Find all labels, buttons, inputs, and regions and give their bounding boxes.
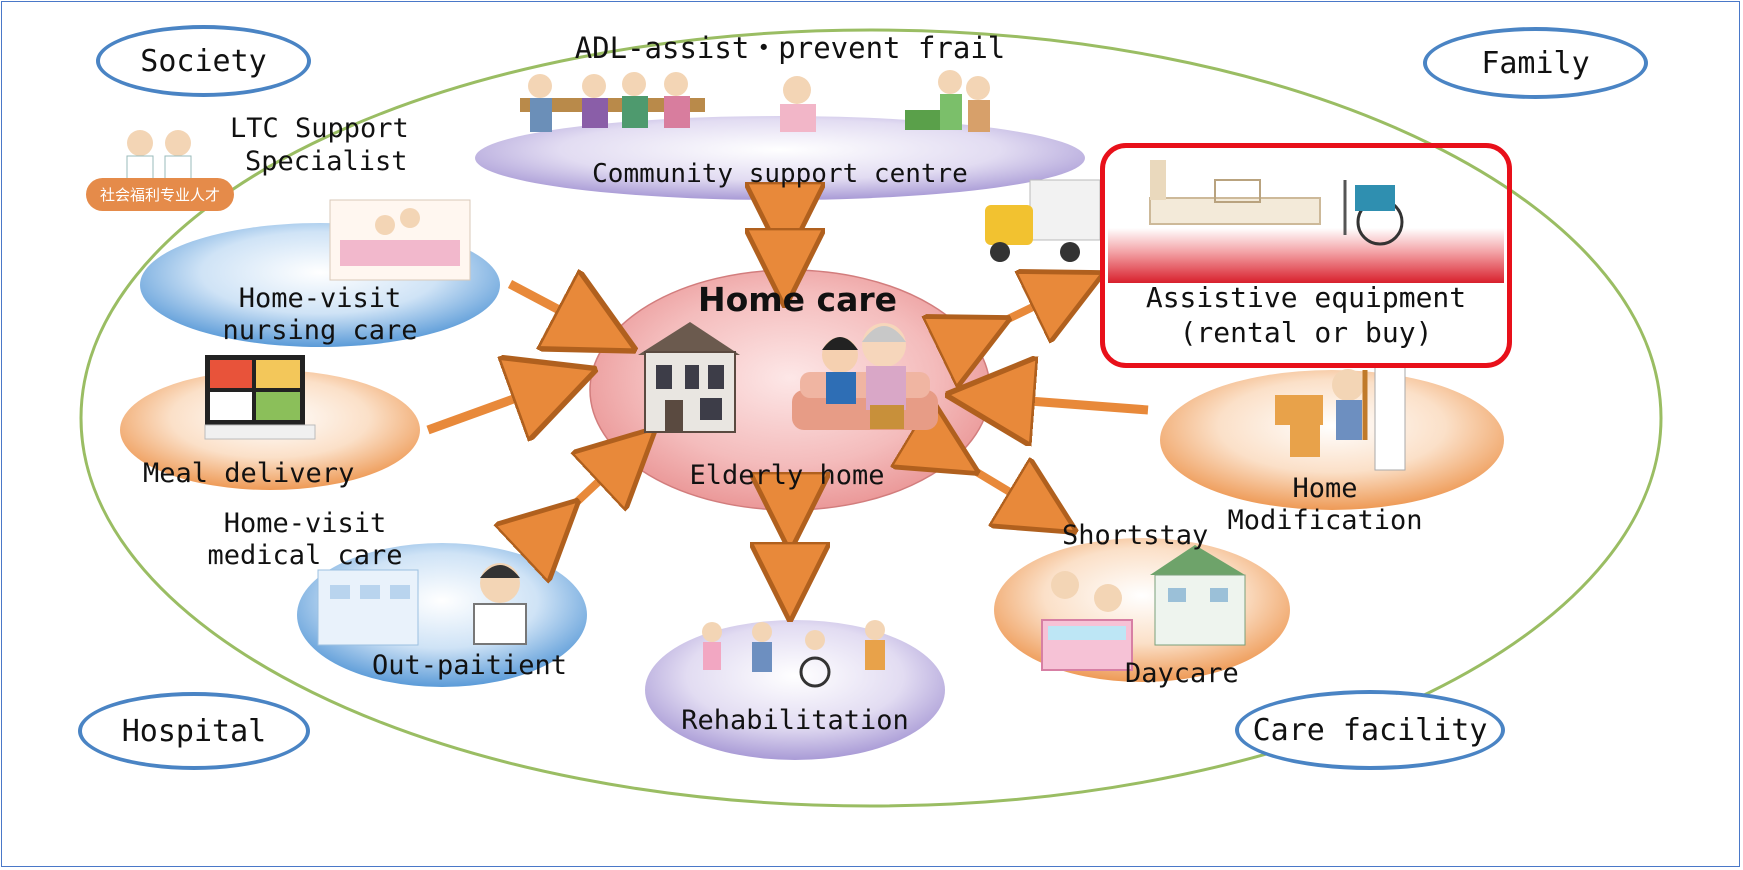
- community-label: Community support centre: [592, 159, 968, 189]
- people-group-icon: [520, 70, 990, 132]
- arrow-meal: [426, 384, 555, 430]
- truck-icon: [985, 179, 1101, 262]
- equipment-line1: Assistive equipment: [1145, 281, 1467, 314]
- nursing-line1: Home-visit: [238, 283, 402, 314]
- home-mod-ellipse: [1160, 370, 1504, 510]
- equipment-line2: (rental or buy): [1179, 316, 1433, 349]
- arrow-home-mod: [990, 398, 1149, 410]
- doctor-icon: [473, 563, 527, 645]
- home-mod-line1: Home: [1292, 473, 1358, 504]
- outpatient-label: Out-paitient: [372, 650, 568, 681]
- society-pill: Society: [96, 25, 311, 97]
- arrow-medical: [550, 455, 627, 527]
- arrow-equipment: [975, 290, 1068, 335]
- hospital-building-icon: [317, 569, 419, 646]
- rehab-label: Rehabilitation: [681, 705, 909, 736]
- community-ellipse: [475, 116, 1085, 200]
- daycare-label: Daycare: [1125, 658, 1239, 689]
- meal-label: Meal delivery: [143, 458, 355, 489]
- family-pill: Family: [1423, 27, 1648, 99]
- toilet-handrail-icon: [1275, 364, 1406, 471]
- nursing-line2: nursing care: [222, 315, 418, 346]
- rehab-ellipse: [645, 620, 945, 760]
- medical-line1: Home-visit: [223, 508, 387, 539]
- home-care-title: Home care: [698, 280, 898, 319]
- equipment-highlight-box: [1100, 143, 1512, 368]
- arrow-nursing: [507, 284, 597, 330]
- bed-icon: [1149, 160, 1321, 225]
- medical-line2: medical care: [207, 540, 403, 571]
- house-icon: [638, 322, 740, 433]
- ltc-badge: 社会福利专业人才: [86, 178, 235, 211]
- nurse-icon: [126, 130, 192, 183]
- care-facility-pill: Care facility: [1235, 690, 1505, 770]
- arrows: [426, 222, 1149, 582]
- top-title: ADL-assist・prevent frail: [574, 31, 1006, 65]
- home-mod-line2: Modification: [1227, 505, 1423, 536]
- bento-box-icon: [204, 355, 316, 440]
- elderly-home-label: Elderly home: [689, 460, 885, 491]
- shortstay-label: Shortstay: [1062, 520, 1209, 551]
- wheelchair-icon: [1343, 180, 1404, 246]
- ltc-line1: LTC Support: [230, 113, 409, 144]
- daycare-building-icon: [1150, 545, 1246, 646]
- ltc-line2: Specialist: [245, 146, 408, 177]
- rehab-icon: [702, 620, 885, 688]
- equipment-band: [1108, 228, 1504, 283]
- elderly-couple-icon: [792, 323, 938, 430]
- arrow-shortstay: [945, 453, 1043, 512]
- bed-nursing-icon: [329, 199, 471, 281]
- hospital-pill: Hospital: [78, 692, 310, 770]
- bathtub-icon: [1041, 571, 1133, 671]
